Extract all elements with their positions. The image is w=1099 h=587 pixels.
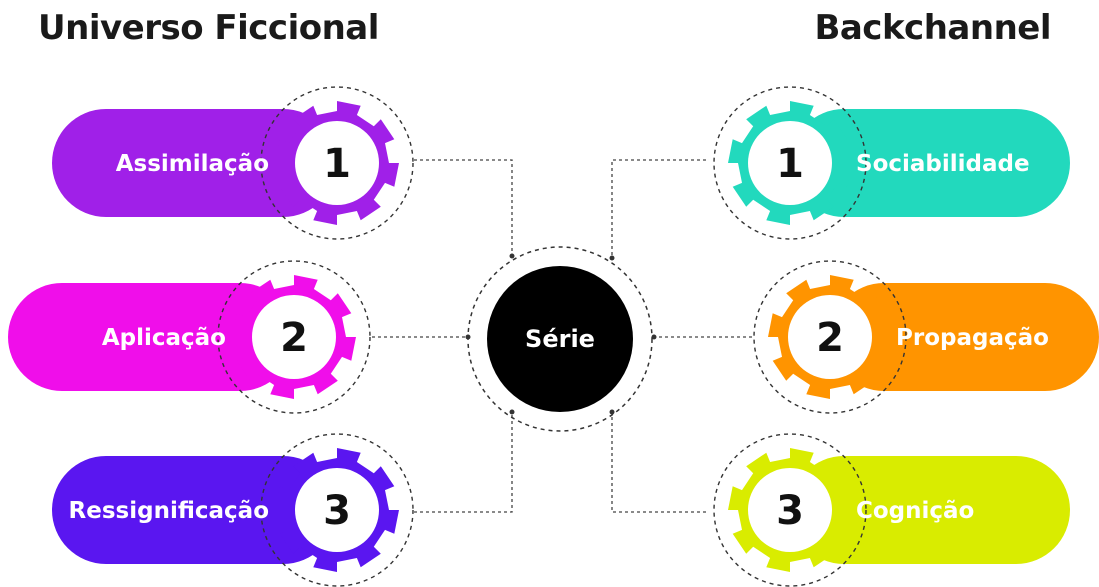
left-item-3: 3 Ressignificação (52, 433, 414, 587)
left-number-3: 3 (323, 488, 351, 534)
junction-dot (609, 409, 615, 415)
left-label-3: Ressignificação (69, 498, 269, 524)
right-item-1: 1 Sociabilidade (713, 86, 1070, 240)
connector-left-3 (414, 412, 513, 513)
left-number-circle-3 (295, 468, 379, 552)
connector-left-1 (414, 159, 513, 256)
left-item-1: 1 Assimilação (52, 86, 414, 240)
connector-right-3 (611, 412, 706, 513)
right-number-3: 3 (776, 488, 804, 534)
right-number-circle-1 (748, 121, 832, 205)
connector-lines (372, 159, 752, 513)
left-dashed-ring-2 (217, 260, 371, 414)
left-number-circle-2 (252, 295, 336, 379)
right-pill-3 (790, 456, 1070, 564)
connector-right-1 (611, 159, 706, 258)
left-number-1: 1 (323, 141, 351, 187)
center-dashed-ring (467, 246, 653, 432)
right-number-2: 2 (816, 315, 844, 361)
junction-dot (509, 253, 515, 259)
left-item-2: 2 Aplicação (8, 260, 371, 414)
left-label-1: Assimilação (116, 151, 269, 177)
title-backchannel: Backchannel (814, 8, 1051, 48)
right-dashed-ring-1 (713, 86, 867, 240)
right-dashed-ring-3 (713, 433, 867, 587)
junction-dot (609, 255, 615, 261)
right-item-3: 3 Cognição (713, 433, 1070, 587)
center-label: Série (525, 325, 595, 353)
left-number-circle-1 (295, 121, 379, 205)
right-label-1: Sociabilidade (856, 151, 1030, 177)
title-universo-ficcional: Universo Ficcional (38, 8, 379, 48)
left-label-2: Aplicação (102, 325, 226, 351)
right-item-2: 2 Propagação (753, 260, 1099, 414)
left-dashed-ring-1 (260, 86, 414, 240)
right-label-2: Propagação (896, 325, 1049, 351)
center-circle (487, 266, 633, 412)
right-number-circle-3 (748, 468, 832, 552)
junction-dot (509, 409, 515, 415)
right-dashed-ring-2 (753, 260, 907, 414)
junction-dot (651, 334, 657, 340)
right-label-3: Cognição (856, 498, 974, 524)
right-pill-2 (830, 283, 1099, 391)
right-pill-1 (790, 109, 1070, 217)
left-number-2: 2 (280, 315, 308, 361)
right-number-1: 1 (776, 141, 804, 187)
center-node: Série (467, 246, 653, 432)
right-number-circle-2 (788, 295, 872, 379)
left-dashed-ring-3 (260, 433, 414, 587)
